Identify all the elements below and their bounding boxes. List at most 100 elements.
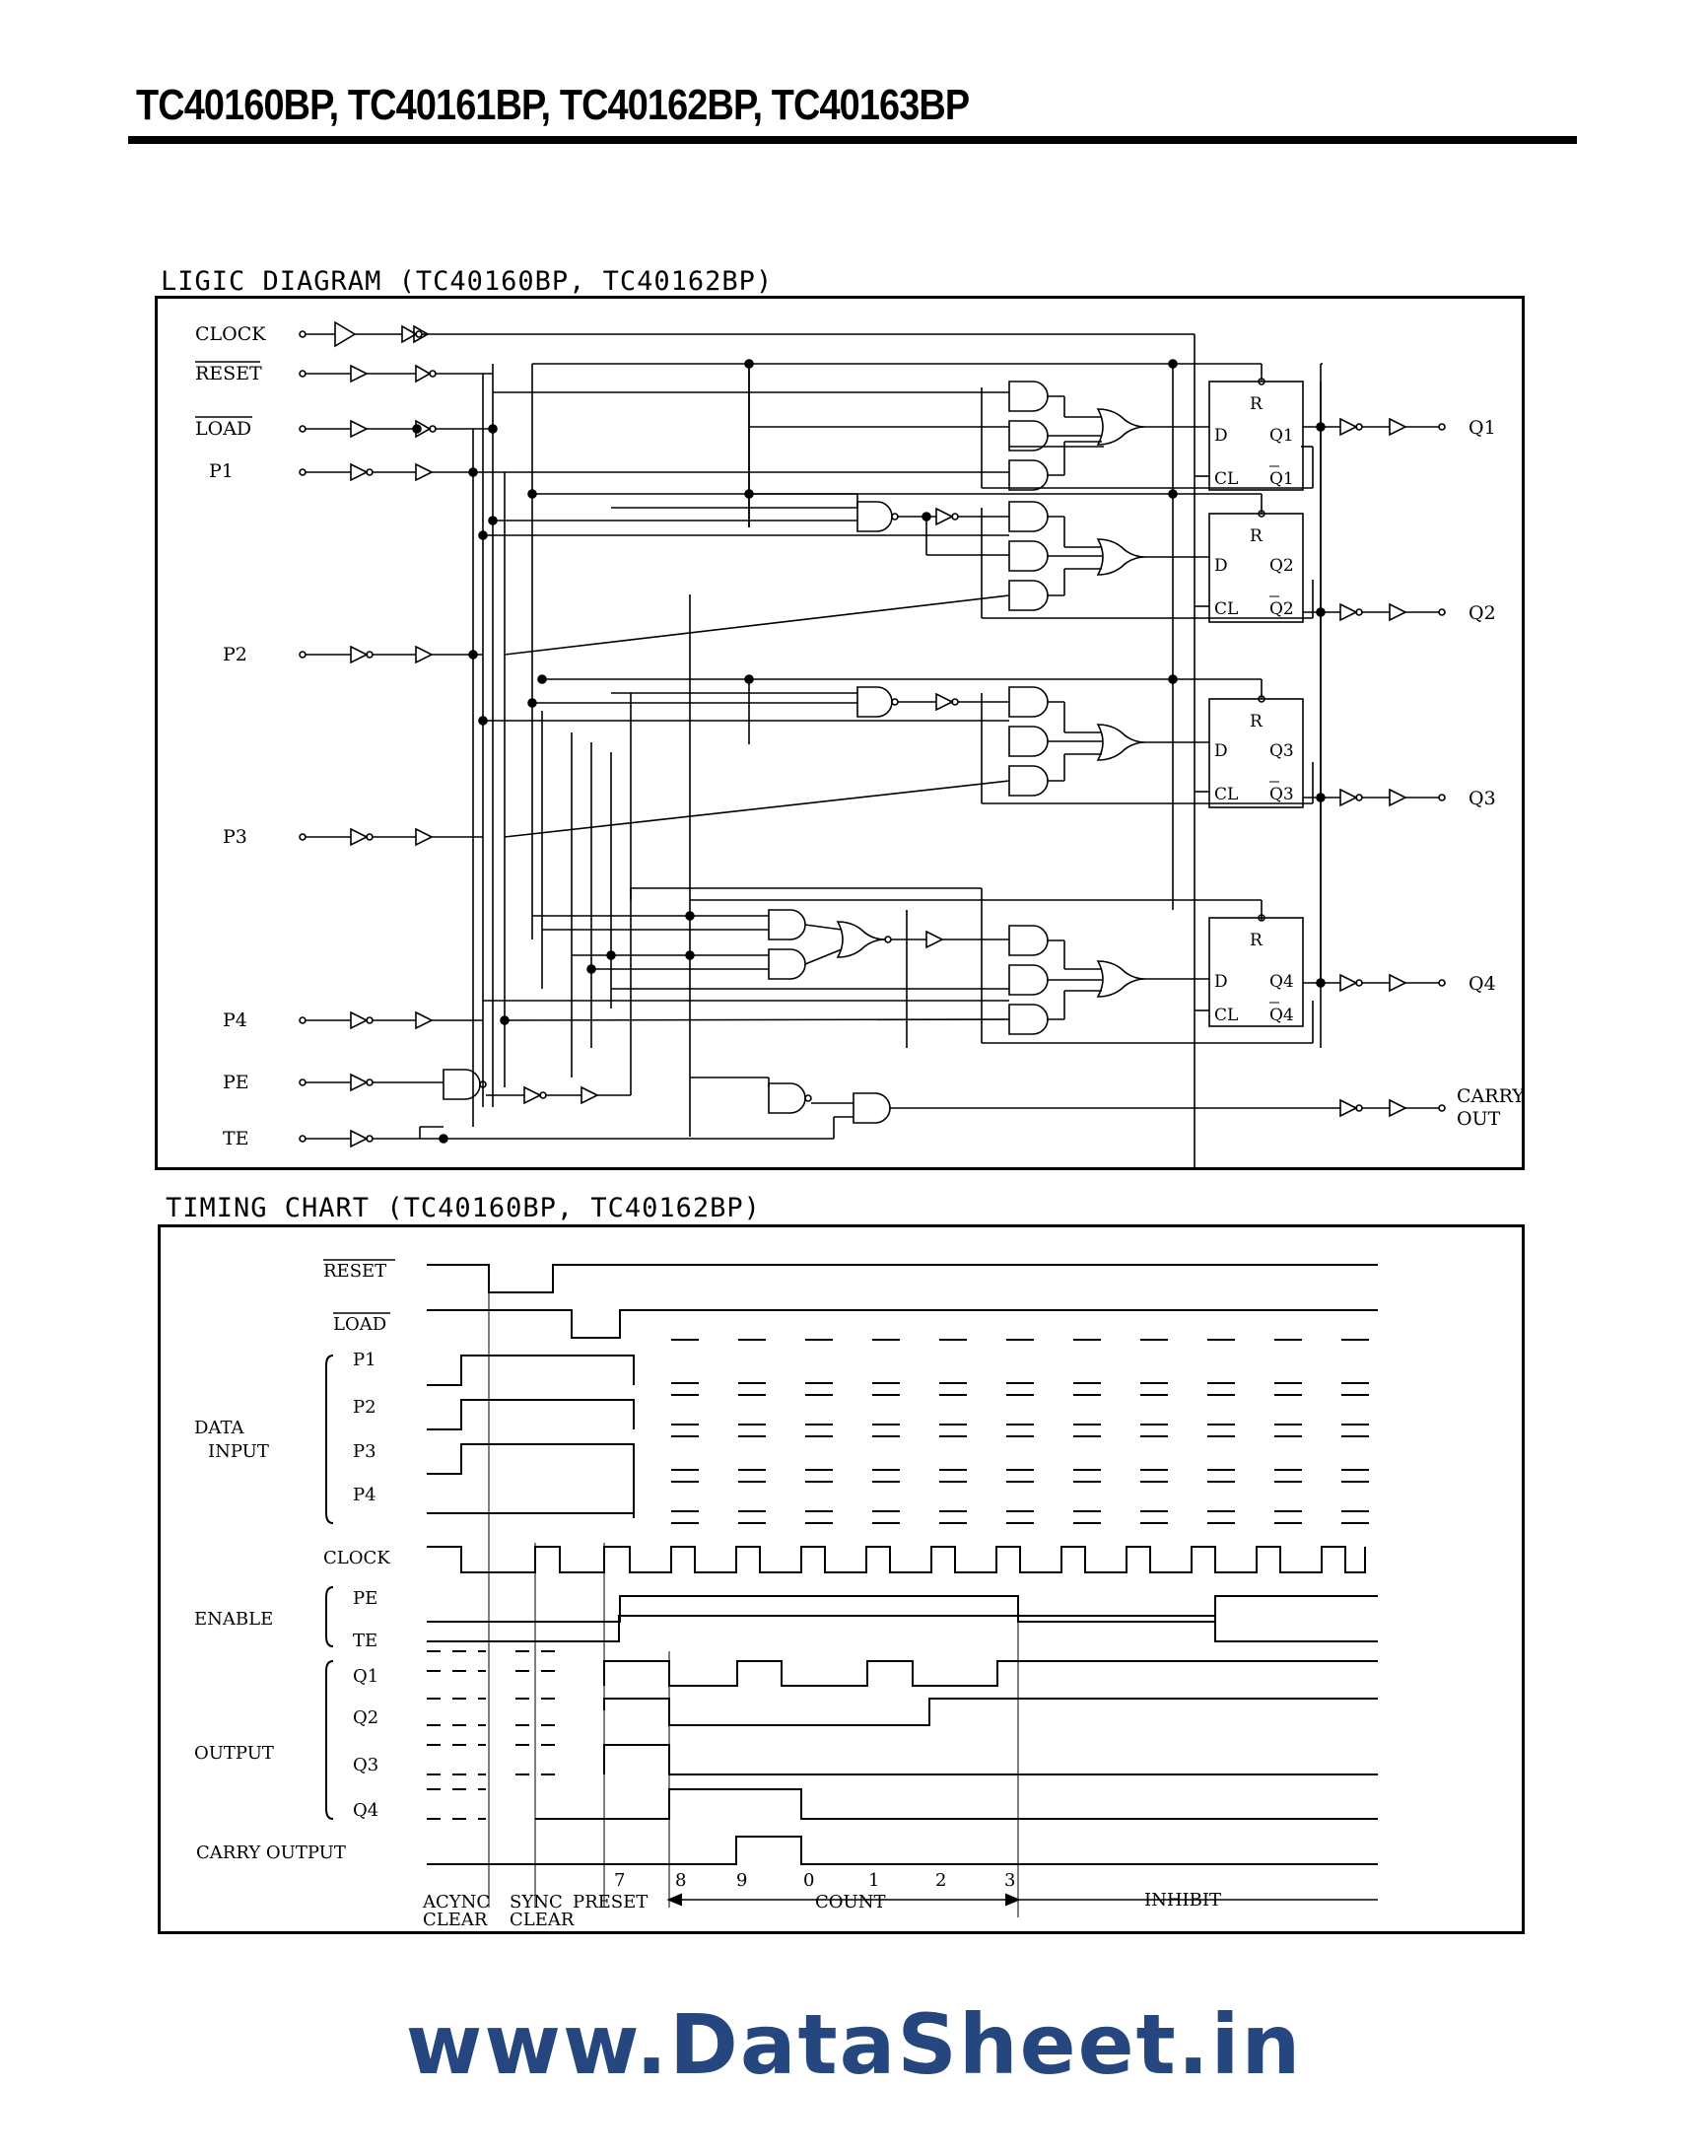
count-8: 8 xyxy=(675,1870,686,1891)
output-label-q1: Q1 xyxy=(1469,417,1496,439)
input-label-pe: PE xyxy=(223,1072,249,1093)
sig-q2: Q2 xyxy=(353,1707,378,1728)
ff4-cl: CL xyxy=(1214,1006,1238,1025)
logic-diagram-frame: CLOCK RESET LOAD P1 P2 P3 P4 PE TE Q1 Q2… xyxy=(155,296,1525,1176)
wave-q4 xyxy=(535,1788,1378,1820)
sig-te: TE xyxy=(353,1631,377,1651)
group-data: DATA xyxy=(194,1418,244,1438)
ff4-qbar: Q4 xyxy=(1269,1006,1294,1025)
wave-p1 xyxy=(427,1355,635,1386)
flip-flops xyxy=(1195,378,1304,1027)
input-label-clock: CLOCK xyxy=(195,323,266,345)
input-label-load: LOAD xyxy=(195,418,251,440)
ff1-d: D xyxy=(1214,426,1228,446)
ff2-qbar: Q2 xyxy=(1269,599,1294,619)
ff1-q: Q1 xyxy=(1269,426,1294,446)
output-label-q4: Q4 xyxy=(1469,973,1496,995)
timing-chart-frame: RESET LOAD P1 P2 P3 P4 DATA INPUT CLOCK … xyxy=(158,1224,1525,1934)
gate-stage-4 xyxy=(483,887,1314,1044)
sig-p4: P4 xyxy=(353,1485,376,1505)
group-output: OUTPUT xyxy=(194,1743,274,1764)
sig-q4: Q4 xyxy=(353,1800,378,1821)
sig-q3: Q3 xyxy=(353,1755,378,1775)
sig-p1: P1 xyxy=(353,1350,376,1370)
count-3: 3 xyxy=(1004,1870,1015,1891)
phase-preset: PRESET xyxy=(573,1892,648,1913)
header-rule xyxy=(128,136,1577,144)
header-title: TC40160BP, TC40161BP, TC40162BP, TC40163… xyxy=(136,81,970,129)
ff3-cl: CL xyxy=(1214,785,1238,804)
wave-q2 xyxy=(603,1698,1378,1726)
ff1-qbar: Q1 xyxy=(1269,469,1294,489)
wave-p3 xyxy=(427,1443,635,1475)
logic-diagram-title: LIGIC DIAGRAM (TC40160BP, TC40162BP) xyxy=(161,266,774,297)
phase-sync-clear: CLEAR xyxy=(510,1910,575,1930)
count-2: 2 xyxy=(935,1870,946,1891)
wave-reset xyxy=(427,1264,1378,1293)
output-buffers xyxy=(1303,363,1446,1048)
output-dashes xyxy=(427,1650,555,1820)
ff3-q: Q3 xyxy=(1269,741,1294,761)
count-9: 9 xyxy=(736,1870,747,1891)
wave-carry xyxy=(427,1836,1378,1865)
wave-load xyxy=(427,1309,1378,1339)
sig-p2: P2 xyxy=(353,1397,376,1418)
phase-async-clear: CLEAR xyxy=(423,1910,488,1930)
timing-chart: RESET LOAD P1 P2 P3 P4 DATA INPUT CLOCK … xyxy=(194,1259,1378,1930)
input-label-p4: P4 xyxy=(223,1009,247,1031)
gate-stage-3 xyxy=(483,678,1314,838)
output-label-q3: Q3 xyxy=(1469,788,1496,809)
input-buffers xyxy=(299,320,1196,1176)
phase-count: COUNT xyxy=(815,1892,885,1913)
ff2-cl: CL xyxy=(1214,599,1238,619)
ff3-qbar: Q3 xyxy=(1269,785,1294,804)
phase-sync: SYNC xyxy=(510,1892,563,1913)
sig-q1: Q1 xyxy=(353,1666,378,1687)
enable-and-carry-logic xyxy=(419,888,1446,1140)
ff3-r: R xyxy=(1250,712,1264,731)
sig-reset: RESET xyxy=(323,1261,386,1282)
count-7: 7 xyxy=(614,1870,625,1891)
wave-p2 xyxy=(427,1399,635,1430)
ff2-r: R xyxy=(1250,526,1264,546)
input-label-p1: P1 xyxy=(209,460,234,482)
junction-dots xyxy=(412,359,1326,1144)
wave-pe xyxy=(427,1595,1378,1623)
output-label-carry: CARRY xyxy=(1457,1085,1522,1107)
sig-load: LOAD xyxy=(333,1314,386,1335)
phase-async: ACYNC xyxy=(422,1892,490,1913)
logic-diagram: CLOCK RESET LOAD P1 P2 P3 P4 PE TE Q1 Q2… xyxy=(195,320,1525,1176)
phase-inhibit: INHIBIT xyxy=(1144,1890,1221,1911)
wave-clock xyxy=(427,1546,1366,1573)
sig-carry: CARRY OUTPUT xyxy=(196,1843,346,1863)
output-label-carry-out: OUT xyxy=(1457,1108,1501,1130)
count-0: 0 xyxy=(803,1870,814,1891)
group-input: INPUT xyxy=(208,1441,269,1462)
input-label-p3: P3 xyxy=(223,826,247,848)
gate-stage-1 xyxy=(493,363,1314,527)
output-label-q2: Q2 xyxy=(1469,602,1496,624)
wave-q1 xyxy=(603,1660,1378,1687)
sig-clock: CLOCK xyxy=(323,1548,390,1568)
ff2-d: D xyxy=(1214,556,1228,576)
wave-q3 xyxy=(603,1744,1378,1775)
ff3-d: D xyxy=(1214,741,1228,761)
input-label-reset: RESET xyxy=(195,363,262,384)
wave-te xyxy=(427,1615,1378,1642)
data-dashes xyxy=(671,1339,1378,1524)
timing-chart-title: TIMING CHART (TC40160BP, TC40162BP) xyxy=(166,1193,761,1223)
sig-pe: PE xyxy=(353,1588,377,1609)
sig-p3: P3 xyxy=(353,1441,376,1462)
gate-stage-2 xyxy=(483,493,1314,656)
ff2-q: Q2 xyxy=(1269,556,1294,576)
input-label-p2: P2 xyxy=(223,644,247,665)
ff1-r: R xyxy=(1250,394,1264,414)
count-1: 1 xyxy=(868,1870,879,1891)
input-label-te: TE xyxy=(223,1128,249,1149)
group-enable: ENABLE xyxy=(194,1609,273,1630)
watermark: www.DataSheet.in xyxy=(405,1996,1303,2093)
ff4-d: D xyxy=(1214,972,1228,992)
ff1-cl: CL xyxy=(1214,469,1238,489)
ff4-r: R xyxy=(1250,931,1264,950)
ff4-q: Q4 xyxy=(1269,972,1294,992)
